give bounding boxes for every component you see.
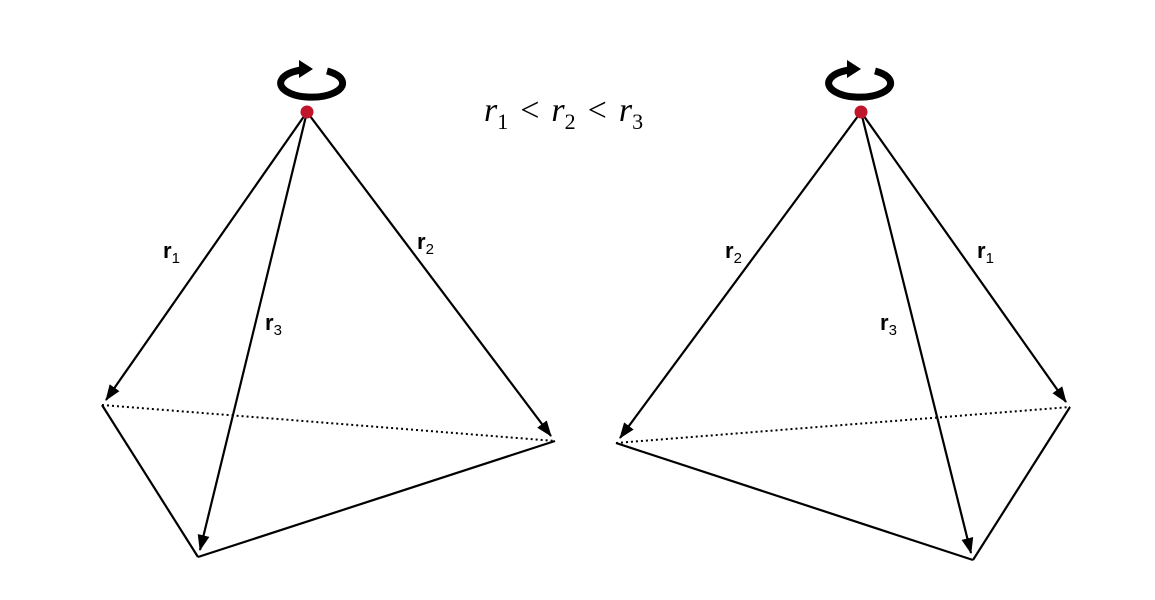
right-vector-r1 xyxy=(860,111,1067,403)
right-base-edge-front-right xyxy=(972,406,1071,561)
left-base-edge-front-right xyxy=(197,439,556,559)
right-tetrahedron: r2 r3 r1 xyxy=(615,60,1071,562)
rotation-arrow-icon xyxy=(277,60,347,101)
relation-expression: r1<r2<r3 xyxy=(484,92,643,134)
right-label-r1: r1 xyxy=(977,238,994,267)
left-base-edge-front-left xyxy=(101,404,199,558)
left-base-edge-hidden xyxy=(101,404,556,442)
right-apex-point xyxy=(854,105,868,119)
left-label-r1: r1 xyxy=(163,238,180,267)
right-base-edge-hidden xyxy=(615,406,1071,444)
left-label-r3: r3 xyxy=(265,310,282,339)
left-tetrahedron: r1 r3 r2 xyxy=(101,60,556,559)
right-vector-r3 xyxy=(859,111,974,554)
rotation-arrow-icon xyxy=(825,60,895,101)
left-apex-point xyxy=(300,105,314,119)
right-label-r3: r3 xyxy=(880,310,897,339)
right-base-edge-front-left xyxy=(615,441,974,562)
left-vector-r3 xyxy=(197,111,309,551)
right-label-r2: r2 xyxy=(725,238,742,267)
left-vector-r1 xyxy=(105,111,308,401)
left-label-r2: r2 xyxy=(417,229,434,258)
left-vector-r2 xyxy=(306,111,552,437)
right-vector-r2 xyxy=(619,111,862,439)
